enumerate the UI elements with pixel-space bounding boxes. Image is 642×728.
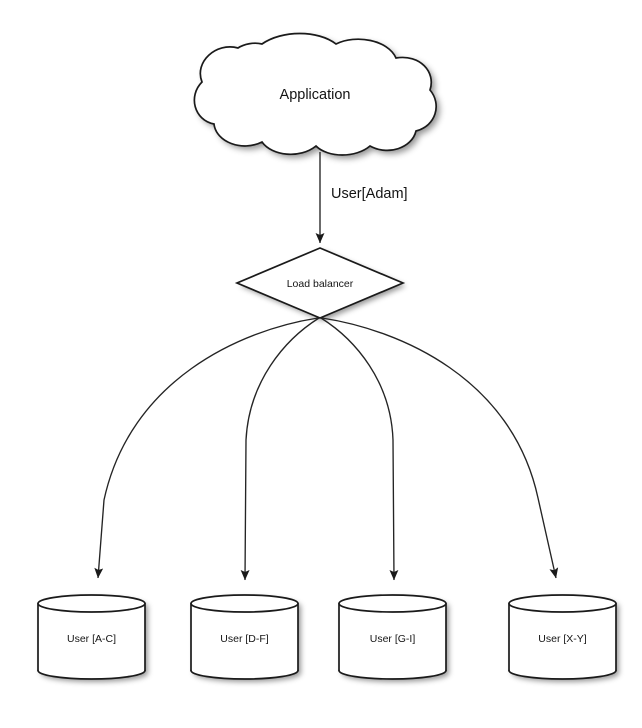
database-body-fill xyxy=(191,595,298,679)
database-bottom-arc xyxy=(37,669,146,680)
database-top-ellipse xyxy=(338,594,447,613)
node-load-balancer[interactable]: Load balancer xyxy=(234,247,406,319)
database-bottom-arc xyxy=(508,669,617,680)
database-bottom-arc xyxy=(338,669,447,680)
database-body-fill xyxy=(339,595,446,679)
database-body-fill xyxy=(38,595,145,679)
edge-balancer-to-db-2 xyxy=(240,317,320,581)
cloud-label: Application xyxy=(280,87,351,103)
edge-app-to-balancer: User[Adam] xyxy=(315,152,408,244)
database-label: User [G-I] xyxy=(370,633,416,645)
edge-balancer-to-db-4 xyxy=(321,317,559,579)
node-database-1[interactable]: User [A-C] xyxy=(37,594,146,680)
node-database-2[interactable]: User [D-F] xyxy=(190,594,299,680)
edge-label-user-adam: User[Adam] xyxy=(331,186,408,202)
database-top-ellipse xyxy=(37,594,146,613)
database-label: User [A-C] xyxy=(67,633,116,645)
database-label: User [D-F] xyxy=(220,633,268,645)
database-bottom-arc xyxy=(190,669,299,680)
database-label: User [X-Y] xyxy=(538,633,587,645)
edge-balancer-to-db-3 xyxy=(320,317,399,581)
database-body-fill xyxy=(509,595,616,679)
load-balancer-label: Load balancer xyxy=(287,278,354,290)
edge-fanout-group xyxy=(94,317,559,581)
database-cylinder-layer: User [A-C] User [D-F] User [G-I] User [X-Y] xyxy=(37,594,617,680)
node-database-4[interactable]: User [X-Y] xyxy=(508,594,617,680)
node-application-cloud[interactable]: Application xyxy=(193,32,437,156)
edge-balancer-to-db-1 xyxy=(94,317,319,579)
node-database-3[interactable]: User [G-I] xyxy=(338,594,447,680)
database-top-ellipse xyxy=(508,594,617,613)
database-top-ellipse xyxy=(190,594,299,613)
